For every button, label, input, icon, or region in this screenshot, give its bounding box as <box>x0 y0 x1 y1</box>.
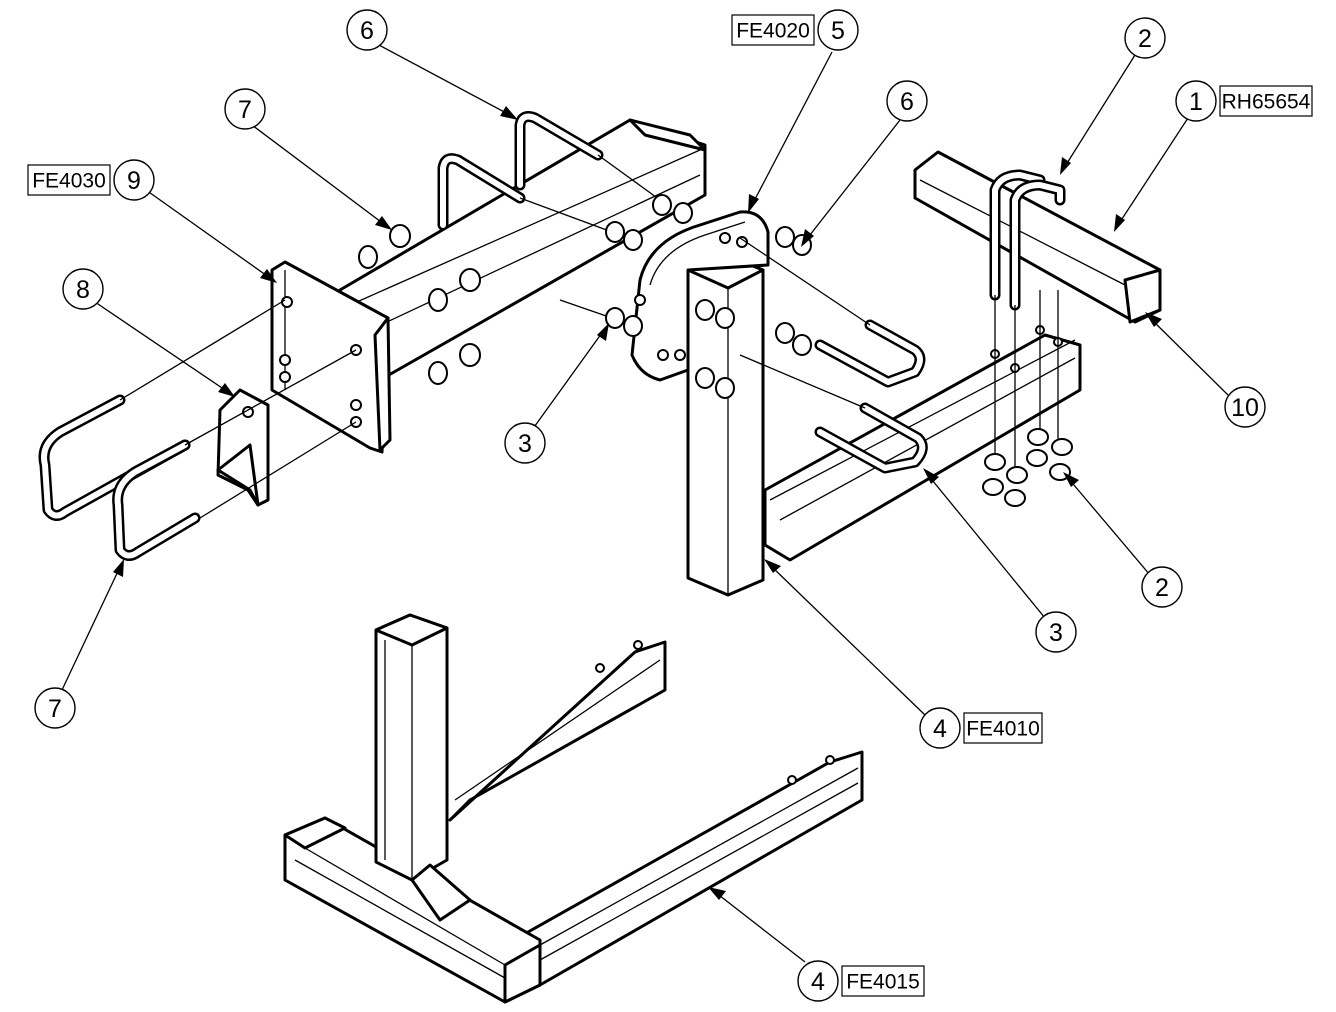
item-number: 6 <box>900 88 914 116</box>
item-number: 3 <box>1049 619 1063 647</box>
u-bolt-top-left <box>437 153 526 231</box>
angle-bracket <box>216 388 270 507</box>
u-bolt-right-lower <box>814 402 928 474</box>
balloon <box>113 159 155 201</box>
balloon <box>797 960 839 1002</box>
callout-p10: 10 <box>1224 386 1266 428</box>
callout-p4b: FE4015 4 <box>797 960 925 1002</box>
callout-p6b: 6 <box>886 80 928 122</box>
balloon <box>1124 17 1166 59</box>
balloon <box>224 88 266 130</box>
callout-p9: FE4030 9 <box>27 159 155 201</box>
part-code: FE4020 <box>736 20 810 43</box>
part-code-box <box>841 965 925 997</box>
callout-p5: FE4020 5 <box>731 9 859 51</box>
part-code-box <box>1219 85 1313 117</box>
u-bolt-tube-pair <box>989 169 1066 311</box>
callout-p6a: 6 <box>346 9 388 51</box>
balloon <box>1224 386 1266 428</box>
balloon <box>1141 566 1183 608</box>
item-number: 7 <box>48 695 62 723</box>
balloon <box>1175 80 1217 122</box>
u-bolt-top-center <box>514 111 604 191</box>
item-number: 5 <box>831 17 845 45</box>
item-number: 4 <box>933 715 947 743</box>
part-code: FE4015 <box>846 971 920 994</box>
callout-p3b: 3 <box>1035 611 1077 653</box>
item-number: 1 <box>1189 88 1203 116</box>
callout-p7b: 7 <box>34 687 76 729</box>
balloon <box>34 687 76 729</box>
balloon <box>504 422 546 464</box>
item-number: 7 <box>238 96 252 124</box>
part-code-box <box>27 164 111 196</box>
item-number: 2 <box>1155 574 1169 602</box>
callout-p2a: 2 <box>1124 17 1166 59</box>
mount-tube-fe4030 <box>270 118 707 454</box>
leader-lines <box>61 43 1229 963</box>
clamp-bracket-fe4020 <box>630 210 770 382</box>
balloon <box>919 707 961 749</box>
part-code: FE4030 <box>32 170 106 193</box>
balloon <box>1035 611 1077 653</box>
callout-p3a: 3 <box>504 422 546 464</box>
assembly-center-lines <box>119 154 1059 519</box>
balloon <box>817 9 859 51</box>
nuts-and-washers <box>358 194 1073 507</box>
callout-p7a: 7 <box>224 88 266 130</box>
callout-p8: 8 <box>62 268 104 310</box>
item-number: 4 <box>811 968 825 996</box>
part-code-box <box>963 712 1043 744</box>
base-frame-fe4015 <box>283 613 864 1004</box>
item-number: 10 <box>1231 394 1259 422</box>
u-bolt-left-inner <box>112 439 201 561</box>
part-code: RH65654 <box>1222 91 1311 114</box>
u-bolt-left-outer <box>38 394 191 521</box>
callout-p1: RH65654 1 <box>1175 80 1313 122</box>
part-code-box <box>731 14 815 46</box>
item-number: 6 <box>360 17 374 45</box>
item-number: 9 <box>127 167 141 195</box>
callout-p4a: FE4010 4 <box>919 707 1043 749</box>
balloon <box>62 268 104 310</box>
item-number: 3 <box>518 430 532 458</box>
balloon <box>886 80 928 122</box>
tube-rh65654 <box>913 150 1162 324</box>
callout-p2b: 2 <box>1141 566 1183 608</box>
balloon <box>346 9 388 51</box>
u-bolt-right-upper <box>814 319 926 388</box>
part-code: FE4010 <box>966 718 1040 741</box>
item-number: 8 <box>76 276 90 304</box>
item-number: 2 <box>1138 25 1152 53</box>
